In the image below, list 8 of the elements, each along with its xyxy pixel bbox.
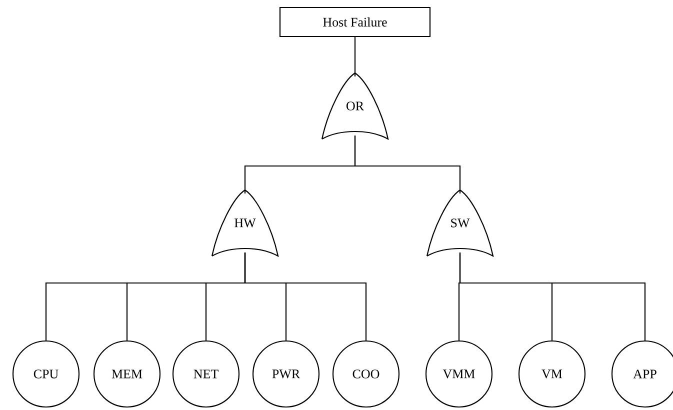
or-gate: OR — [321, 72, 389, 140]
connector — [244, 252, 367, 340]
connector — [354, 136, 461, 194]
event-box: Host Failure — [279, 6, 431, 38]
connector — [459, 252, 646, 340]
or-gate: HW — [211, 189, 279, 257]
connector — [354, 37, 356, 76]
or-gate: SW — [426, 189, 494, 257]
